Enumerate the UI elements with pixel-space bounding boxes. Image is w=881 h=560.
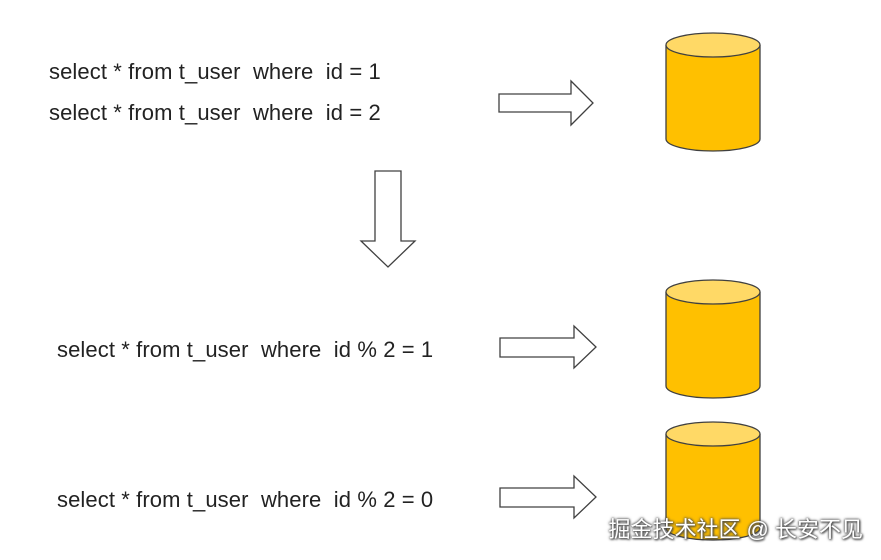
database-icon [665,279,761,399]
arrow-down-icon [359,170,417,268]
query-original-2: select * from t_user where id = 2 [49,100,381,125]
query-sharded-odd: select * from t_user where id % 2 = 1 [57,337,434,362]
database-icon [665,421,761,541]
arrow-right-icon [498,79,594,127]
query-original-1: select * from t_user where id = 1 [49,59,381,84]
arrow-right-icon [499,324,597,370]
arrow-right-icon [499,474,597,520]
watermark: 掘金技术社区 @ 长安不见 [608,517,863,542]
database-icon [665,32,761,152]
query-sharded-even: select * from t_user where id % 2 = 0 [57,487,434,512]
